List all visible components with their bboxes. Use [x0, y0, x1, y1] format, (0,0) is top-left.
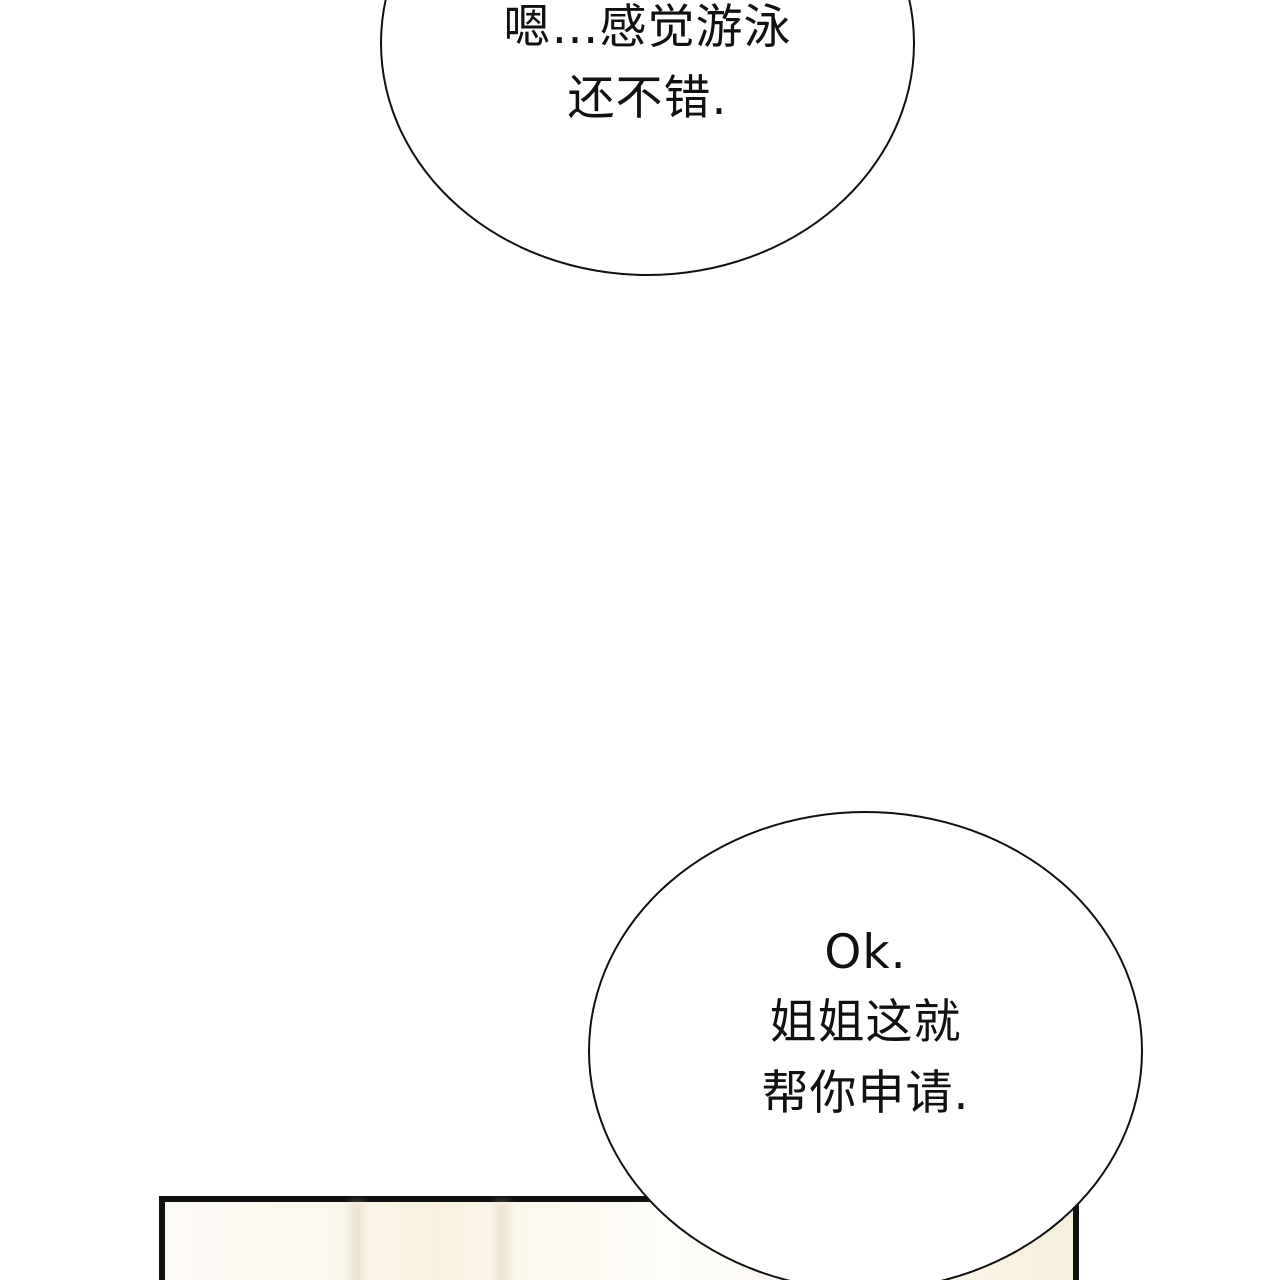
panel-light-streak — [350, 1202, 364, 1280]
speech-bubble-top: 嗯…感觉游泳 还不错. — [380, 0, 915, 276]
speech-bubble-top-text: 嗯…感觉游泳 还不错. — [504, 0, 792, 134]
speech-bubble-bottom: Ok. 姐姐这就 帮你申请. — [588, 811, 1143, 1280]
panel-light-streak — [495, 1202, 509, 1280]
speech-line: Ok. — [824, 924, 907, 980]
speech-line: 帮你申请. — [761, 1065, 970, 1121]
speech-line: 嗯…感觉游泳 — [503, 0, 792, 55]
speech-bubble-bottom-text: Ok. 姐姐这就 帮你申请. — [762, 918, 970, 1130]
speech-line: 还不错. — [567, 70, 728, 126]
speech-line: 姐姐这就 — [769, 995, 962, 1051]
